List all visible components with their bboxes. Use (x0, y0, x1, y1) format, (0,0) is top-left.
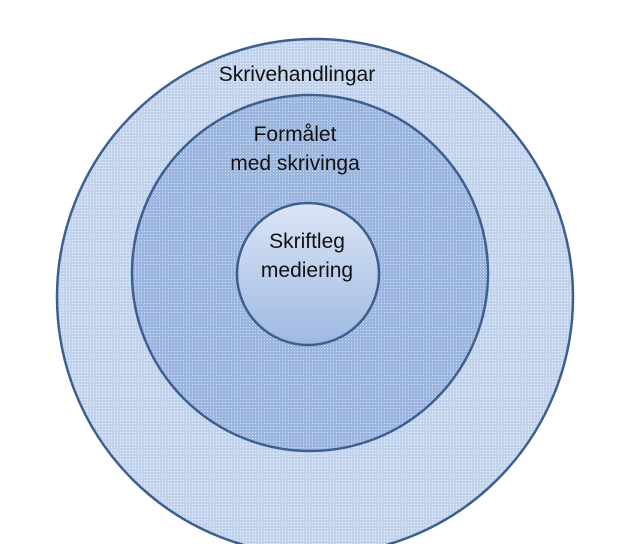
inner-circle-label-line2: mediering (261, 259, 353, 282)
inner-circle (235, 201, 381, 347)
inner-circle-label-line1: Skriftleg (269, 230, 345, 253)
middle-ring-label-line1: Formålet (254, 123, 337, 146)
inner-circle-group: Skriftleg mediering (235, 201, 381, 347)
middle-ring-label-line2: med skrivinga (230, 152, 360, 175)
outer-ring-label: Skrivehandlingar (219, 63, 375, 86)
